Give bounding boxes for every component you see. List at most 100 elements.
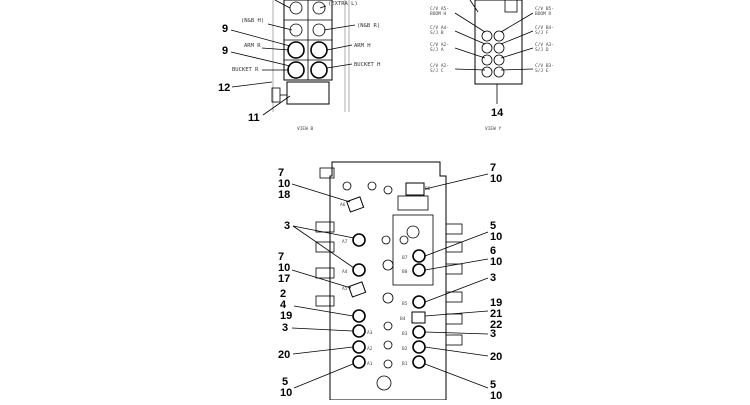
plug-b6 bbox=[405, 182, 425, 196]
port-a2: A2 bbox=[367, 346, 373, 352]
port-a6: A6 bbox=[340, 202, 346, 208]
port-a4: A4 bbox=[342, 269, 348, 275]
label-bucket-h: BUCKET H bbox=[354, 62, 381, 68]
label-sj-d: S/J D bbox=[535, 47, 549, 53]
callout-l5-3: 3 bbox=[282, 322, 288, 334]
label-sj-e: S/J E bbox=[535, 68, 549, 74]
callout-r2-5: 5 bbox=[490, 220, 496, 232]
port-b1: B1 bbox=[402, 361, 408, 367]
label-cv-a3: C/V A3- bbox=[535, 42, 554, 48]
port-b7: B7 bbox=[402, 255, 408, 261]
callout-r6-3: 3 bbox=[490, 328, 496, 340]
fitting-a3 bbox=[352, 324, 366, 338]
solenoid-view-b bbox=[286, 81, 330, 105]
fitting-b2 bbox=[412, 340, 426, 354]
callout-r3-6: 6 bbox=[490, 245, 496, 257]
callout-r2-10: 10 bbox=[490, 231, 502, 243]
callout-r8-10: 10 bbox=[490, 390, 502, 400]
port-a5: A5 bbox=[342, 286, 348, 292]
left-stubs bbox=[315, 167, 335, 307]
fitting-b1 bbox=[412, 355, 426, 369]
view-y: C/V A5- BOOM H C/V A4- S/J B C/V A2- S/J… bbox=[430, 0, 554, 132]
callout-l2-3: 3 bbox=[284, 220, 290, 232]
fitting-a4 bbox=[352, 263, 366, 277]
label-sj-a: S/J A bbox=[430, 47, 444, 53]
callout-l7-10: 10 bbox=[280, 387, 292, 399]
callout-11: 11 bbox=[248, 112, 260, 124]
label-cv-a2-2: C/V A2- bbox=[430, 63, 449, 69]
plug-a5 bbox=[348, 281, 367, 298]
port-b5: B5 bbox=[402, 301, 408, 307]
label-cv-a4: C/V A4- bbox=[430, 25, 449, 31]
fitting-b7 bbox=[412, 249, 426, 263]
label-arm-r: ARM R bbox=[244, 43, 261, 49]
label-bucket-r: BUCKET R bbox=[232, 67, 259, 73]
view-b: (EXTRA L) (N&B H) (N&B R) ARM R ARM H BU… bbox=[218, 0, 381, 132]
label-cv-b3: C/V B3- bbox=[535, 63, 554, 69]
callout-r5-19: 19 bbox=[490, 297, 502, 309]
callout-r3-10: 10 bbox=[490, 256, 502, 268]
main-valve-view: A6 A7 A4 A5 A3 A2 A1 B6 B7 B8 B5 B4 B3 B… bbox=[278, 161, 502, 402]
label-nb-h: (N&B H) bbox=[241, 18, 264, 24]
label-sj-b: S/J B bbox=[430, 30, 444, 36]
port-a1: A1 bbox=[367, 361, 373, 367]
label-nb-r: (N&B R) bbox=[357, 23, 380, 29]
left-callouts: 7 10 18 3 7 10 17 2 4 19 3 20 5 10 bbox=[278, 167, 355, 399]
fitting-b8 bbox=[412, 263, 426, 277]
callout-r8-5: 5 bbox=[490, 379, 496, 391]
port-b4: B4 bbox=[400, 316, 406, 322]
callout-l3-10: 10 bbox=[278, 262, 290, 274]
callout-l1-10: 10 bbox=[278, 178, 290, 190]
port-b3: B3 bbox=[402, 331, 408, 337]
label-extra-l: (EXTRA L) bbox=[328, 1, 358, 7]
port-b2: B2 bbox=[402, 346, 408, 352]
callout-l3-7: 7 bbox=[278, 251, 284, 263]
label-cv-a2-1: C/V A2- bbox=[430, 42, 449, 48]
callout-l4-19: 19 bbox=[280, 310, 292, 322]
callout-r4-3: 3 bbox=[490, 272, 496, 284]
callout-r5-22: 22 bbox=[490, 319, 502, 331]
port-labels: A6 A7 A4 A5 A3 A2 A1 B6 B7 B8 B5 B4 B3 B… bbox=[340, 186, 431, 367]
callout-r7-20: 20 bbox=[490, 351, 502, 363]
left-fittings bbox=[342, 181, 377, 369]
callout-r5-21: 21 bbox=[490, 308, 502, 320]
callout-14: 14 bbox=[491, 107, 504, 119]
fitting-a2 bbox=[352, 340, 366, 354]
view-b-caption: VIEW B bbox=[297, 126, 314, 132]
center-plate bbox=[392, 214, 434, 286]
label-cv-b5: C/V B5- bbox=[535, 6, 554, 12]
callout-r1-10: 10 bbox=[490, 173, 502, 185]
fitting-a3-top bbox=[352, 309, 366, 323]
callout-l3-17: 17 bbox=[278, 273, 290, 285]
callout-9-bottom: 9 bbox=[222, 45, 228, 57]
right-fittings bbox=[381, 182, 426, 369]
callout-9-top: 9 bbox=[222, 23, 228, 35]
fitting-a1 bbox=[352, 355, 366, 369]
port-a7: A7 bbox=[342, 239, 348, 245]
view-y-caption: VIEW Y bbox=[485, 126, 502, 132]
label-boom-h: BOOM H bbox=[430, 11, 447, 17]
callout-l1-7: 7 bbox=[278, 167, 284, 179]
right-stubs bbox=[445, 223, 463, 346]
label-sj-c: S/J C bbox=[430, 68, 444, 74]
port-b8: B8 bbox=[402, 269, 408, 275]
callout-l1-18: 18 bbox=[278, 189, 290, 201]
label-sj-f: S/J F bbox=[535, 30, 549, 36]
label-boom-r: BOOM R bbox=[535, 11, 552, 17]
plug-b4 bbox=[411, 311, 426, 324]
fitting-b5 bbox=[412, 295, 426, 309]
label-arm-h: ARM H bbox=[354, 43, 371, 49]
callout-l6-20: 20 bbox=[278, 349, 290, 361]
right-callouts: 7 10 5 10 6 10 3 19 21 22 3 20 5 10 bbox=[424, 162, 502, 402]
callout-l7-5: 5 bbox=[282, 376, 288, 388]
fitting-a7 bbox=[352, 233, 366, 247]
label-cv-a5: C/V A5- bbox=[430, 6, 449, 12]
port-a3: A3 bbox=[367, 330, 373, 336]
fitting-b3 bbox=[412, 325, 426, 339]
callout-12: 12 bbox=[218, 82, 230, 94]
callout-l4-2: 2 bbox=[280, 288, 286, 300]
port-b6: B6 bbox=[425, 186, 431, 192]
callout-l4-4: 4 bbox=[280, 299, 287, 311]
